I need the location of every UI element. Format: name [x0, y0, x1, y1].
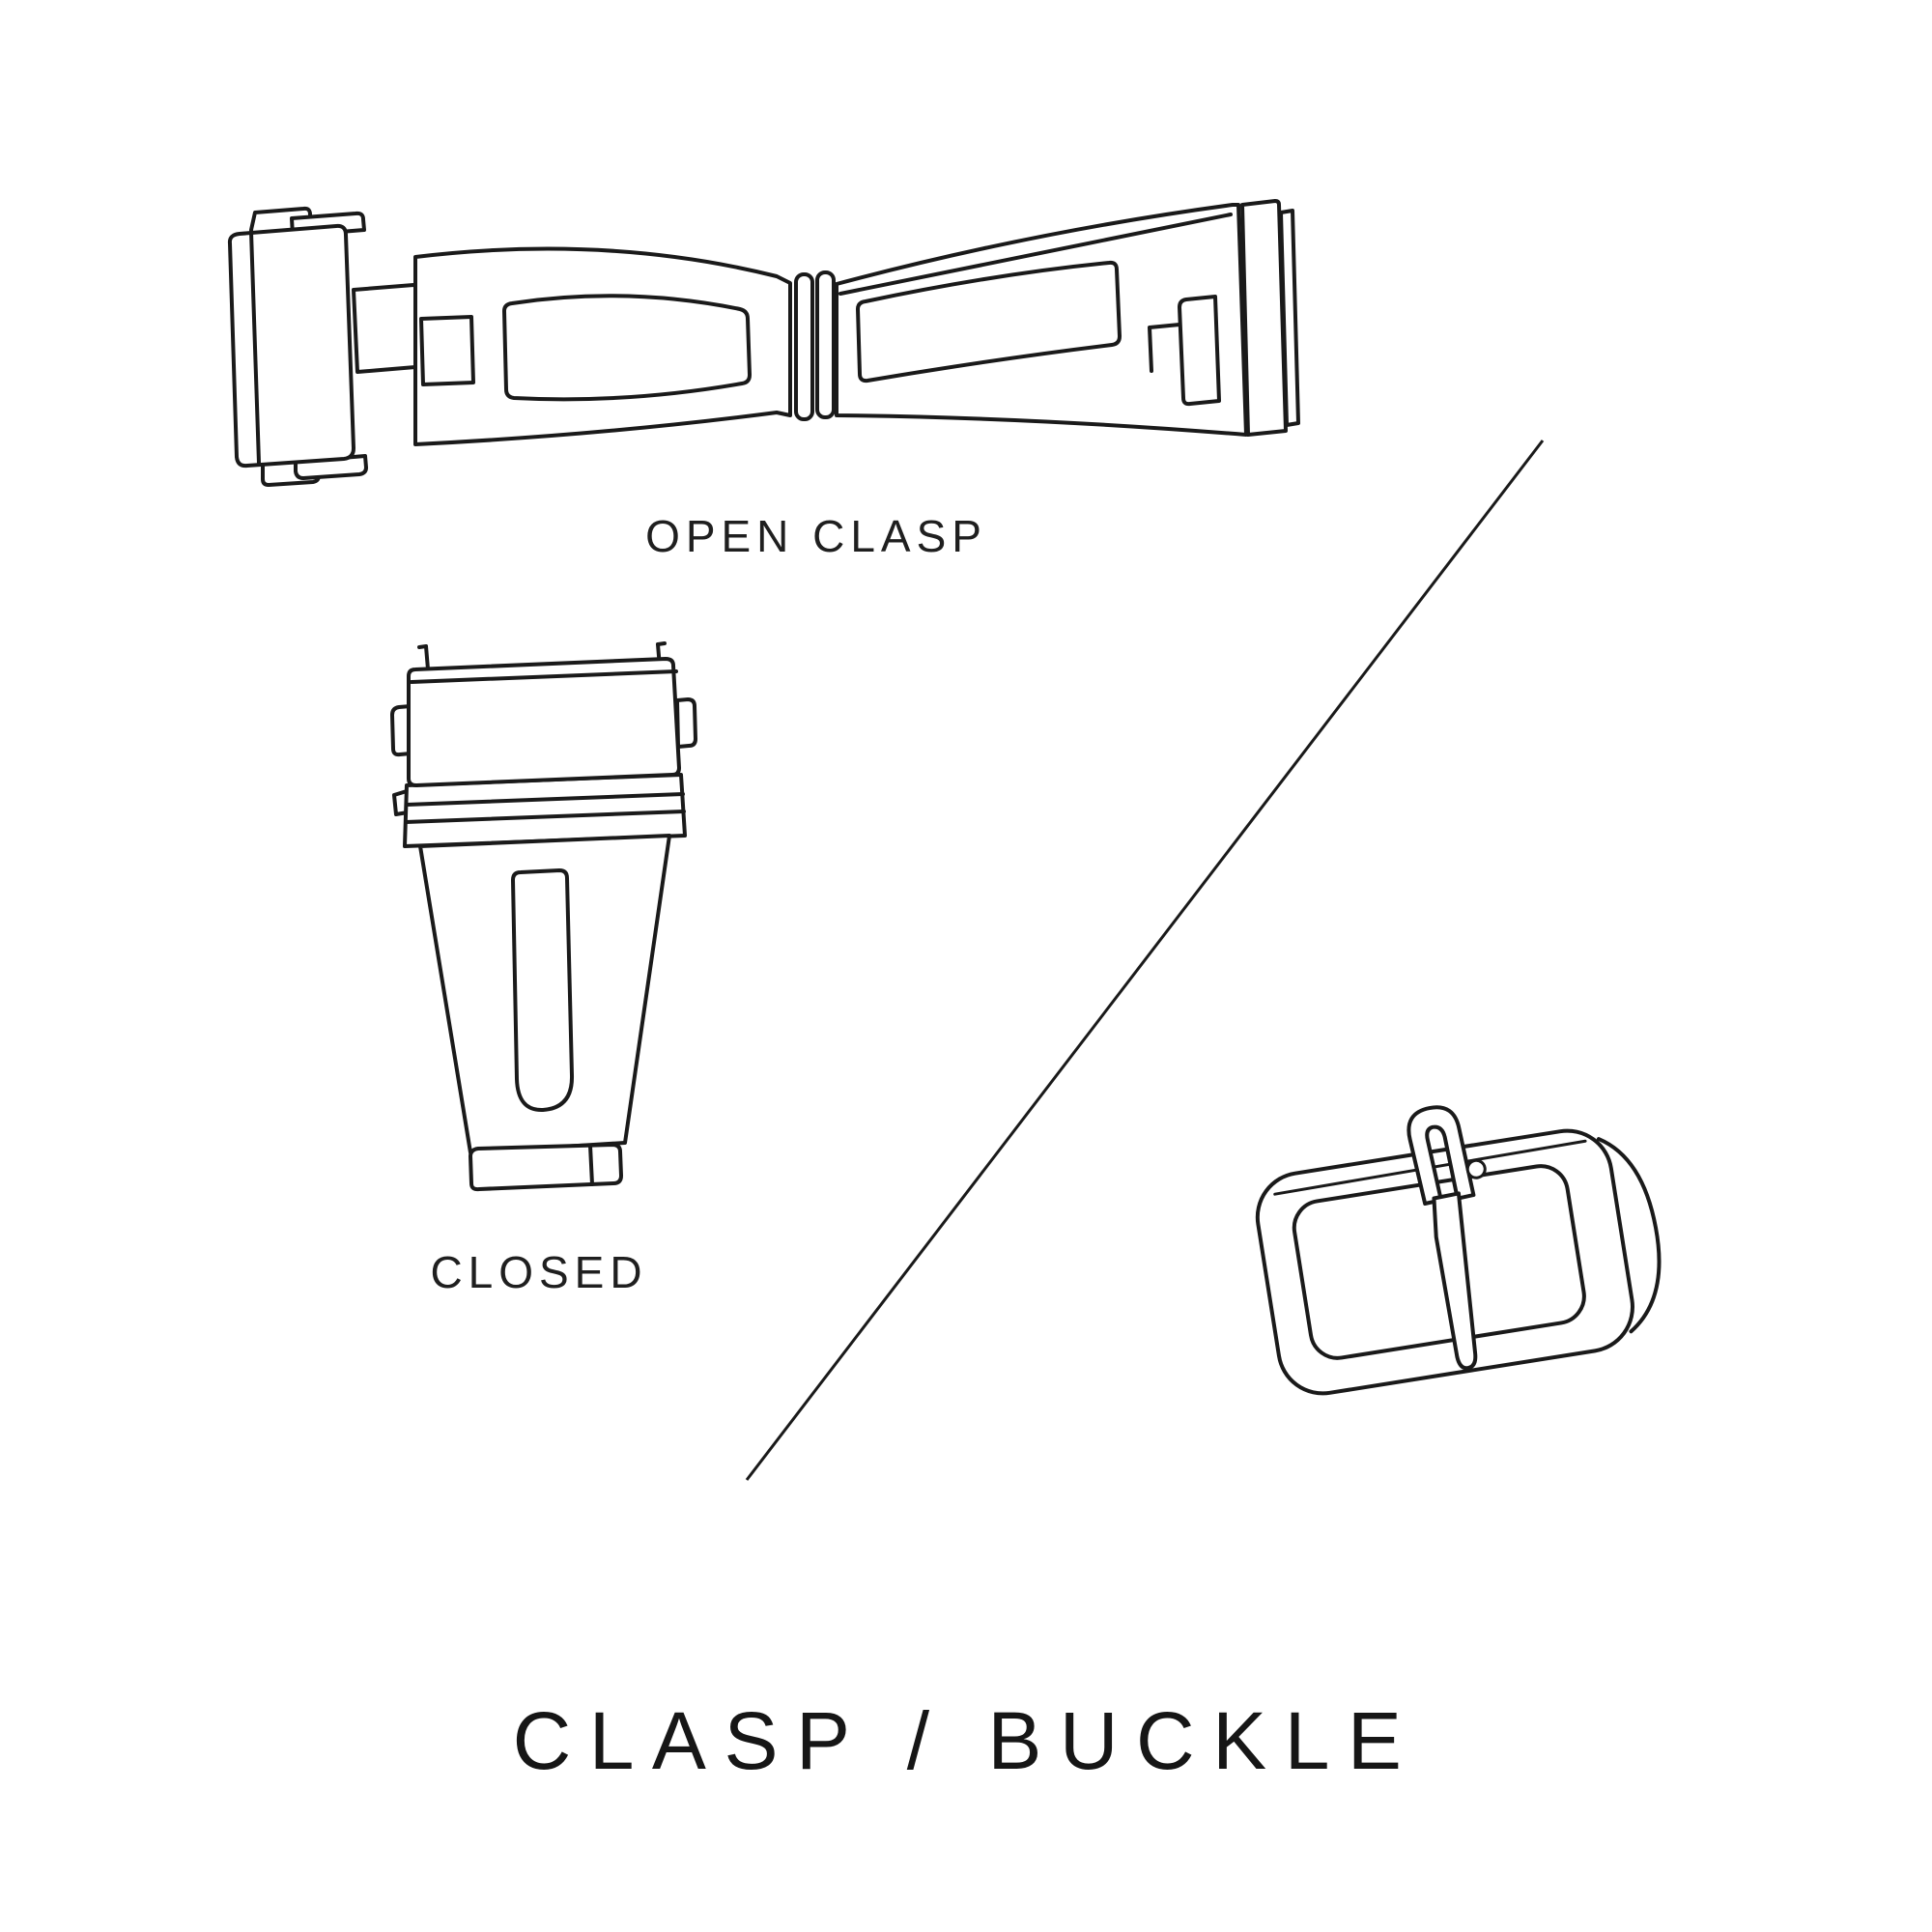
buckle-illustration: [1255, 1105, 1662, 1396]
open-clasp-label: OPEN CLASP: [645, 511, 987, 561]
closed-clasp-illustration: [390, 641, 697, 1192]
closed-label: CLOSED: [430, 1247, 648, 1297]
open-clasp-illustration: [227, 199, 1300, 487]
diagram-title: CLASP / BUCKLE: [512, 1695, 1420, 1786]
